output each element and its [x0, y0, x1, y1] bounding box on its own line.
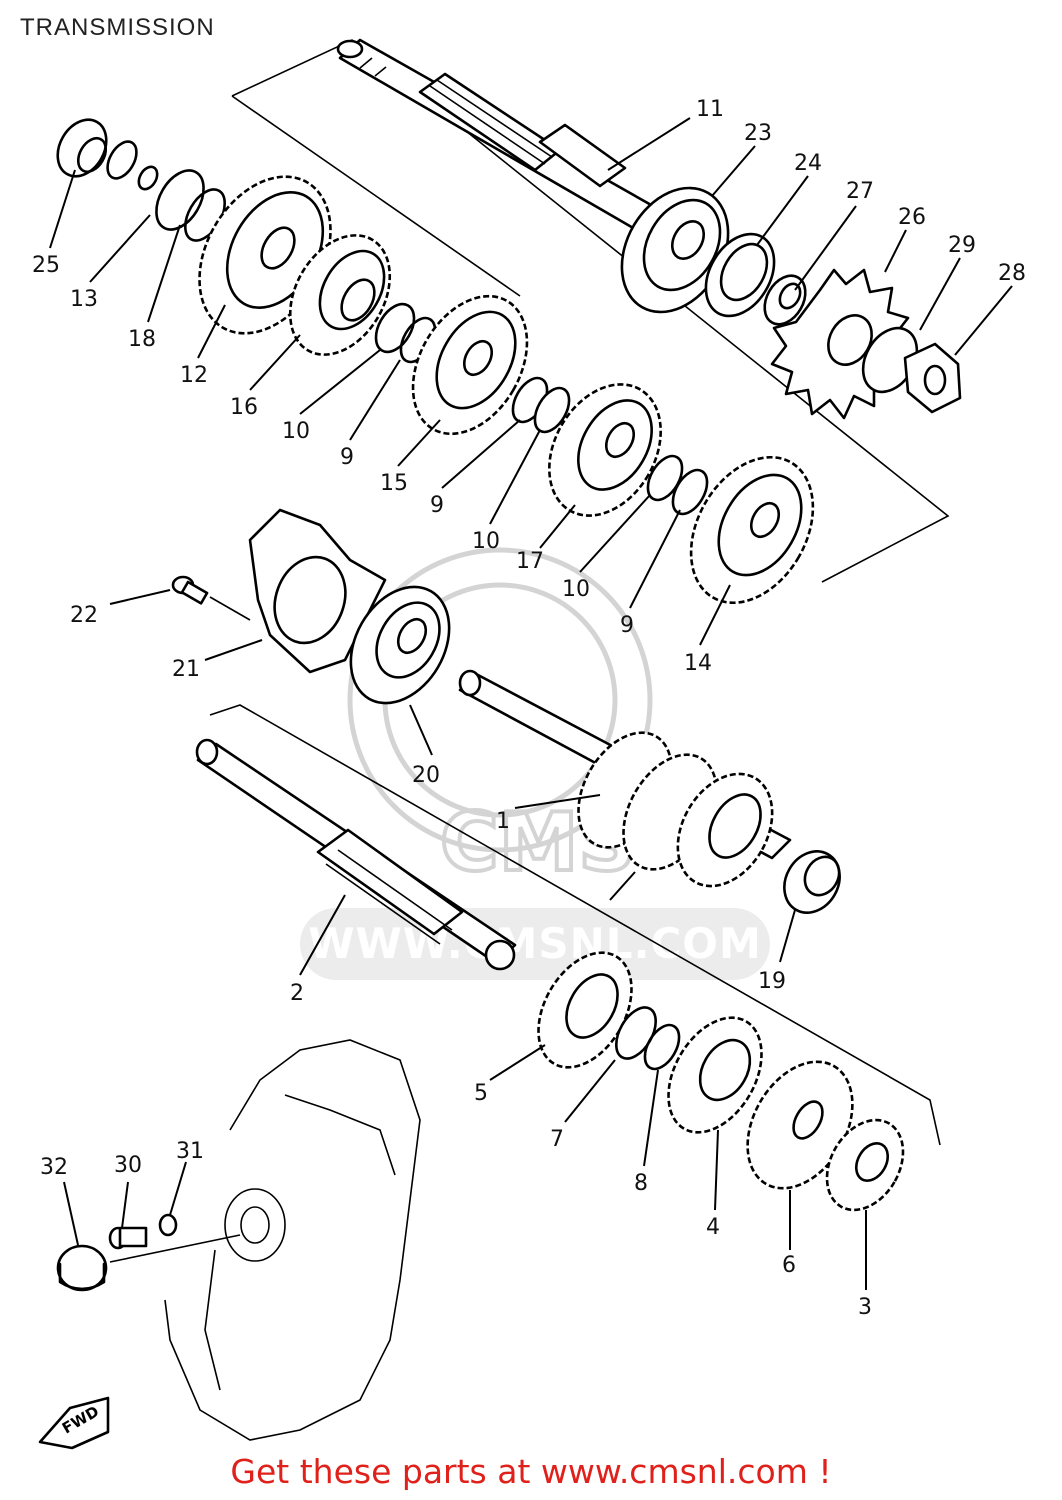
gear-17 — [548, 383, 662, 517]
washer-18 — [155, 169, 205, 231]
crankcase-outline — [164, 1039, 421, 1441]
bolt-30 — [108, 1226, 148, 1250]
nut-28 — [903, 342, 962, 414]
leader-lines — [49, 117, 1013, 1290]
page-title: TRANSMISSION — [20, 14, 215, 41]
drive-axle-group — [195, 669, 941, 1212]
callout-5: 5 — [474, 1081, 488, 1106]
callout-19: 19 — [758, 969, 786, 994]
callout-9b: 9 — [430, 493, 444, 518]
callout-10b: 10 — [472, 529, 500, 554]
callout-9a: 9 — [340, 445, 354, 470]
callout-17: 17 — [516, 549, 544, 574]
gear-16 — [288, 234, 392, 356]
callout-26: 26 — [898, 205, 926, 230]
callout-8: 8 — [634, 1171, 648, 1196]
callout-25: 25 — [32, 253, 60, 278]
collar-27 — [763, 274, 807, 326]
callout-16: 16 — [230, 395, 258, 420]
callout-30: 30 — [114, 1153, 142, 1178]
cap-32 — [56, 1244, 108, 1292]
callout-18: 18 — [128, 327, 156, 352]
callout-1: 1 — [496, 809, 510, 834]
callout-27: 27 — [846, 179, 874, 204]
callout-2: 2 — [290, 981, 304, 1006]
bearing-20 — [349, 585, 451, 705]
callout-13: 13 — [70, 287, 98, 312]
washer-31 — [158, 1213, 178, 1237]
callout-9c: 9 — [620, 613, 634, 638]
washer-10a — [374, 302, 416, 354]
callout-32: 32 — [40, 1155, 68, 1180]
gear-5 — [537, 951, 633, 1069]
callout-labels: 11 23 24 27 26 29 28 25 13 18 12 16 10 9… — [32, 97, 1026, 1320]
gear-3 — [825, 1118, 905, 1212]
fwd-arrow-icon: FWD — [38, 1396, 110, 1450]
bearing-25 — [56, 118, 108, 178]
gear-14 — [689, 455, 815, 605]
callout-31: 31 — [176, 1139, 204, 1164]
main-axle-group — [56, 38, 962, 605]
snap-ring — [137, 165, 159, 191]
circlip-8 — [643, 1023, 681, 1071]
callout-21: 21 — [172, 657, 200, 682]
callout-28: 28 — [998, 261, 1026, 286]
circlip-13 — [106, 140, 138, 180]
callout-14: 14 — [684, 651, 712, 676]
gear-15 — [411, 294, 529, 436]
gear-6 — [746, 1060, 854, 1190]
callout-22: 22 — [70, 603, 98, 628]
drive-axle-assy-1 — [458, 669, 792, 888]
callout-4: 4 — [706, 1215, 720, 1240]
callout-10a: 10 — [282, 419, 310, 444]
drive-axle-bracket — [209, 704, 941, 1146]
callout-29: 29 — [948, 233, 976, 258]
callout-11: 11 — [696, 97, 724, 122]
screw-22 — [171, 575, 209, 605]
main-axle-bracket-left — [231, 95, 521, 297]
callout-12: 12 — [180, 363, 208, 388]
callout-7: 7 — [550, 1127, 564, 1152]
drive-axle-2 — [195, 738, 517, 971]
cap-lead-line — [109, 1234, 241, 1263]
gear-4 — [667, 1016, 763, 1134]
callout-23: 23 — [744, 121, 772, 146]
callout-20: 20 — [412, 763, 440, 788]
callout-15: 15 — [380, 471, 408, 496]
callout-24: 24 — [794, 151, 822, 176]
stopper-group — [171, 508, 451, 705]
bearing-19 — [783, 850, 841, 914]
callout-3: 3 — [858, 1295, 872, 1320]
callout-6: 6 — [782, 1253, 796, 1278]
callout-10c: 10 — [562, 577, 590, 602]
footer-promo-text: Get these parts at www.cmsnl.com ! — [230, 1452, 832, 1491]
